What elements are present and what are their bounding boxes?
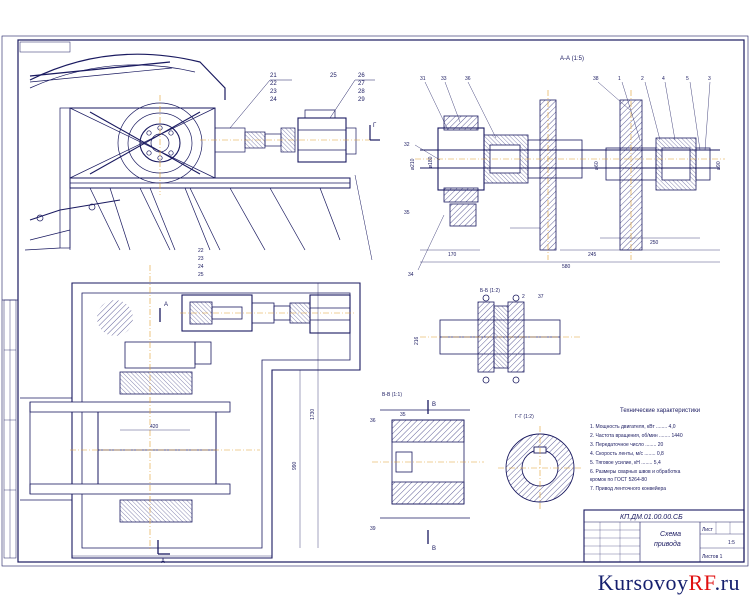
- tech-req-line: 6. Размеры сварных швов и обработка: [590, 469, 681, 475]
- aa-callout-3: 3: [708, 76, 711, 82]
- cut-mark-g: [369, 125, 380, 141]
- sheet-frame: [1, 35, 749, 567]
- callout-28: 28: [358, 89, 365, 95]
- tech-req-list: 1. Мощность двигателя, кВт ........ 4,0 …: [590, 424, 683, 492]
- watermark-part2: RF: [688, 570, 715, 595]
- dim-580: 580: [562, 264, 571, 270]
- cut-mark-a-top: А: [164, 302, 168, 308]
- aa-callout-2: 2: [641, 76, 644, 82]
- stamp-title-line1: Схема: [660, 531, 681, 538]
- cut-mark-a: [157, 308, 170, 555]
- dim-1730: 1730: [310, 409, 316, 420]
- dim-216: 216: [414, 336, 420, 345]
- callout-21: 21: [270, 73, 277, 79]
- dim-d60: ø60: [594, 161, 600, 170]
- aa-callout-leaders: [414, 81, 711, 271]
- tech-req-line: 2. Частота вращения, об/мин ........ 144…: [590, 433, 683, 439]
- section-cc-title: В-В (1:1): [382, 392, 402, 398]
- cut-mark-v-bottom: В: [432, 546, 436, 552]
- callout-plan-24: 24: [198, 264, 204, 270]
- plan-view-drive: [20, 282, 361, 559]
- callout-22: 22: [270, 81, 277, 87]
- watermark-part1: Kursovoy: [597, 570, 689, 595]
- tech-req-line: кромок по ГОСТ 5264-80: [590, 477, 647, 483]
- callout-26: 26: [358, 73, 365, 79]
- stamp-sheet: Лист: [702, 527, 714, 533]
- aa-callout-32: 32: [404, 142, 410, 148]
- cc-callout-35: 35: [400, 412, 406, 418]
- callout-24: 24: [270, 97, 277, 103]
- aa-callout-5: 5: [686, 76, 689, 82]
- cut-mark-a-bottom: А: [161, 559, 165, 565]
- aa-callout-31: 31: [420, 76, 426, 82]
- callout-23: 23: [270, 89, 277, 95]
- section-cc-sleeve: [380, 409, 470, 519]
- callout-27: 27: [358, 81, 365, 87]
- section-bb-coupling: [439, 294, 561, 384]
- tech-req-title: Технические характеристики: [620, 408, 700, 414]
- tech-req-line: 3. Передаточное число ........ 20: [590, 442, 664, 448]
- dim-d180: ø180: [428, 156, 434, 168]
- tech-req-line: 4. Скорость ленты, м/с ........ 0,8: [590, 451, 664, 457]
- bb-callout-2: 2: [522, 294, 525, 300]
- stamp-sheets: Листов 1: [702, 554, 723, 560]
- section-gg-title: Г-Г (1:2): [515, 414, 534, 420]
- stamp-doc-number: КП.ДМ.01.00.00.СБ: [620, 514, 683, 521]
- stamp-title-line2: привода: [654, 540, 681, 548]
- centre-line-gg: [498, 426, 582, 510]
- title-block: [583, 509, 745, 563]
- cc-callout-39: 39: [370, 526, 376, 532]
- cut-mark-g-label: Г: [373, 123, 377, 129]
- cut-mark-v-top: В: [432, 402, 436, 408]
- callout-plan-22: 22: [198, 248, 204, 254]
- tech-req-line: 5. Тяговое усилие, кН ........ 5,4: [590, 460, 661, 466]
- aa-callout-4: 4: [662, 76, 665, 82]
- aa-callout-33: 33: [441, 76, 447, 82]
- bb-callout-37: 37: [538, 294, 544, 300]
- callout-29: 29: [358, 97, 365, 103]
- dim-d210: ø210: [410, 158, 416, 170]
- aa-callout-35: 35: [404, 210, 410, 216]
- dim-420: 420: [150, 424, 159, 430]
- dim-245: 245: [588, 252, 597, 258]
- dim-990: 990: [292, 461, 298, 470]
- section-aa-title: А-А (1:5): [560, 56, 584, 62]
- dim-d90: ø90: [716, 161, 722, 170]
- watermark-part3: .ru: [714, 570, 740, 595]
- section-bb-title: Б-Б (1:2): [480, 288, 500, 294]
- top-callout-leaders: [229, 79, 375, 261]
- section-aa: [420, 99, 720, 251]
- aa-callout-38: 38: [593, 76, 599, 82]
- tech-req-line: 7. Привод ленточного конвейера: [590, 485, 666, 492]
- plan-dimension-lines: [72, 283, 319, 557]
- callout-plan-25: 25: [198, 272, 204, 278]
- tech-req-line: 1. Мощность двигателя, кВт ........ 4,0: [590, 424, 676, 430]
- dim-170: 170: [448, 252, 457, 258]
- stamp-scale: 1:5: [728, 540, 735, 546]
- aa-callout-36: 36: [465, 76, 471, 82]
- site-watermark: KursovoyRF.ru: [598, 570, 740, 596]
- aa-callout-1: 1: [618, 76, 621, 82]
- aa-dimension-lines: [420, 227, 720, 263]
- centre-lines-top: [159, 95, 370, 195]
- dim-250: 250: [650, 240, 659, 246]
- callout-plan-23: 23: [198, 256, 204, 262]
- aa-callout-34: 34: [408, 272, 414, 278]
- centre-lines-plan: [70, 265, 355, 550]
- centre-line-aa: [415, 90, 725, 260]
- cc-callout-36: 36: [370, 418, 376, 424]
- front-view-drive: [24, 53, 357, 251]
- callout-25: 25: [330, 73, 337, 79]
